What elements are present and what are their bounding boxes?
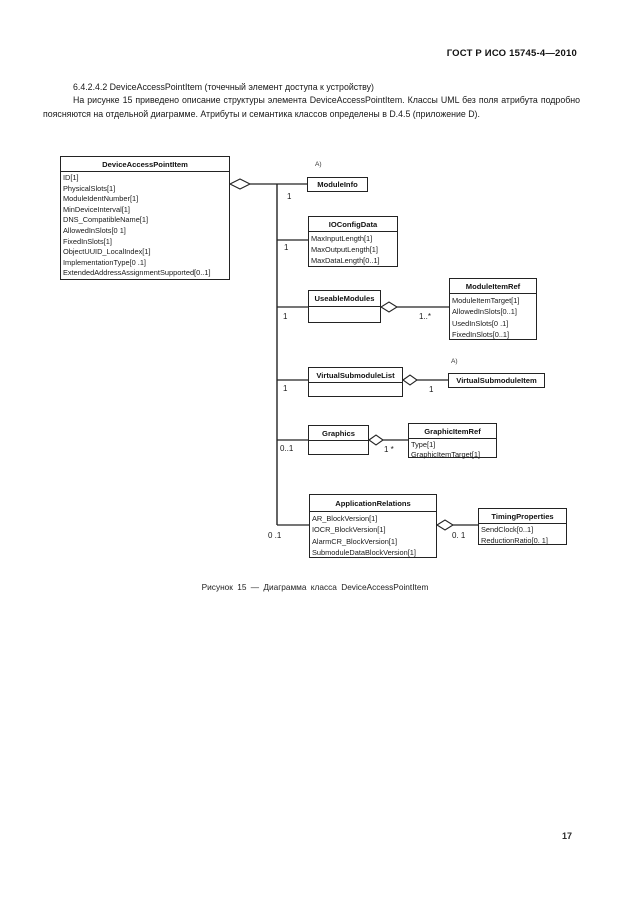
class-attributes-empty — [309, 441, 368, 442]
multiplicity-timingproperties: 0. 1 — [452, 531, 466, 540]
aggregation-diamond-main — [228, 178, 252, 190]
multiplicity-graphics: 0..1 — [280, 444, 294, 453]
section-text: 6.4.2.4.2 DeviceAccessPointItem (точечны… — [43, 81, 580, 121]
section-paragraph: На рисунке 15 приведено описание структу… — [43, 95, 580, 119]
class-attributes: Type[1] GraphicItemTarget[1] — [409, 439, 496, 459]
class-title: ModuleInfo — [317, 180, 358, 189]
class-attributes: SendClock[0..1] ReductionRatio[0. 1] — [479, 524, 566, 546]
attribute: ObjectUUID_LocalIndex[1] — [63, 247, 151, 257]
class-attributes: ID[1] PhysicalSlots[1] ModuleIdentNumber… — [61, 172, 229, 279]
uml-class-timingproperties: TimingProperties SendClock[0..1] Reducti… — [478, 508, 567, 545]
attribute: SubmoduleDataBlockVersion[1] — [312, 547, 416, 557]
multiplicity-ioconfigdata: 1 — [284, 243, 289, 252]
attribute: ImplementationType[0 .1] — [63, 257, 146, 267]
aggregation-diamond-applicationrelations — [435, 519, 455, 531]
attribute: ModuleItemTarget[1] — [452, 296, 520, 305]
aggregation-diamond-useablemodules — [379, 301, 399, 313]
aggregation-diamond-virtualsubmodulelist — [402, 374, 418, 386]
multiplicity-applicationrelations: 0 .1 — [268, 531, 282, 540]
footnote-marker-moduleinfo: А) — [315, 161, 322, 168]
class-title: VirtualSubmoduleItem — [456, 376, 537, 385]
class-title: UseableModules — [309, 291, 380, 307]
attribute: AlarmCR_BlockVersion[1] — [312, 536, 398, 546]
attribute: PhysicalSlots[1] — [63, 183, 116, 193]
uml-class-graphics: Graphics — [308, 425, 369, 455]
attribute: ModuleIdentNumber[1] — [63, 194, 139, 204]
multiplicity-moduleitemref: 1..* — [419, 312, 432, 321]
uml-class-deviceaccesspointitem: DeviceAccessPointItem ID[1] PhysicalSlot… — [60, 156, 230, 280]
attribute: ExtendedAddressAssignmentSupported[0..1] — [63, 268, 211, 278]
attribute: SendClock[0..1] — [481, 525, 534, 534]
uml-class-applicationrelations: ApplicationRelations AR_BlockVersion[1] … — [309, 494, 437, 558]
class-title: ModuleItemRef — [450, 279, 536, 294]
class-attributes-empty — [309, 307, 380, 308]
attribute: DNS_CompatibleName[1] — [63, 215, 149, 225]
class-attributes-empty — [309, 383, 402, 384]
multiplicity-virtualsubmodulelist: 1 — [283, 384, 288, 393]
attribute: FixedInSlots[0..1] — [452, 329, 510, 339]
uml-class-virtualsubmodulelist: VirtualSubmoduleList — [308, 367, 403, 397]
attribute: MinDeviceInterval[1] — [63, 204, 130, 214]
class-attributes: ModuleItemTarget[1] AllowedInSlots[0..1]… — [450, 294, 536, 340]
class-attributes: AR_BlockVersion[1] IOCR_BlockVersion[1] … — [310, 512, 436, 558]
attribute: MaxInputLength[1] — [311, 234, 373, 243]
standard-header: ГОСТ Р ИСО 15745-4—2010 — [446, 48, 577, 59]
attribute: AR_BlockVersion[1] — [312, 514, 378, 523]
class-title: ApplicationRelations — [310, 495, 436, 512]
class-title: IOConfigData — [309, 217, 397, 232]
uml-class-useablemodules: UseableModules — [308, 290, 381, 323]
aggregation-diamond-graphics — [368, 434, 384, 446]
attribute: MaxDataLength[0..1] — [311, 256, 380, 265]
multiplicity-useablemodules: 1 — [283, 312, 288, 321]
attribute: IOCR_BlockVersion[1] — [312, 525, 386, 535]
multiplicity-virtualsubmoduleitem: 1 — [429, 385, 434, 394]
attribute: ReductionRatio[0. 1] — [481, 535, 548, 545]
attribute: Type[1] — [411, 440, 436, 449]
page-number: 17 — [562, 831, 573, 841]
uml-class-ioconfigdata: IOConfigData MaxInputLength[1] MaxOutput… — [308, 216, 398, 267]
uml-class-virtualsubmoduleitem: VirtualSubmoduleItem — [448, 373, 545, 388]
attribute: FixedInSlots[1] — [63, 236, 112, 246]
attribute: MaxOutputLength[1] — [311, 245, 378, 254]
uml-class-graphicitemref: GraphicItemRef Type[1] GraphicItemTarget… — [408, 423, 497, 459]
footnote-marker-virtualsubmoduleitem: А) — [451, 358, 458, 365]
uml-class-moduleitemref: ModuleItemRef ModuleItemTarget[1] Allowe… — [449, 278, 537, 340]
multiplicity-graphicitemref: 1 * — [384, 445, 394, 454]
attribute: GraphicItemTarget[1] — [411, 449, 481, 459]
attribute: UsedInSlots[0 .1] — [452, 318, 509, 328]
uml-class-diagram: DeviceAccessPointItem ID[1] PhysicalSlot… — [60, 156, 567, 558]
attribute: ID[1] — [63, 173, 79, 182]
section-heading: 6.4.2.4.2 DeviceAccessPointItem (точечны… — [73, 82, 374, 92]
class-attributes: MaxInputLength[1] MaxOutputLength[1] Max… — [309, 232, 397, 266]
attribute: AllowedInSlots[0 1] — [63, 225, 126, 235]
class-title: TimingProperties — [479, 509, 566, 524]
uml-class-moduleinfo: ModuleInfo — [307, 177, 368, 192]
class-title: Graphics — [309, 426, 368, 441]
class-title: DeviceAccessPointItem — [61, 157, 229, 172]
multiplicity-moduleinfo: 1 — [287, 192, 292, 201]
uml-connectors — [228, 178, 478, 531]
class-title: GraphicItemRef — [409, 424, 496, 439]
figure-caption: Рисунок 15 — Диаграмма класса DeviceAcce… — [201, 582, 429, 592]
attribute: AllowedInSlots[0..1] — [452, 307, 517, 317]
class-title: VirtualSubmoduleList — [309, 368, 402, 383]
